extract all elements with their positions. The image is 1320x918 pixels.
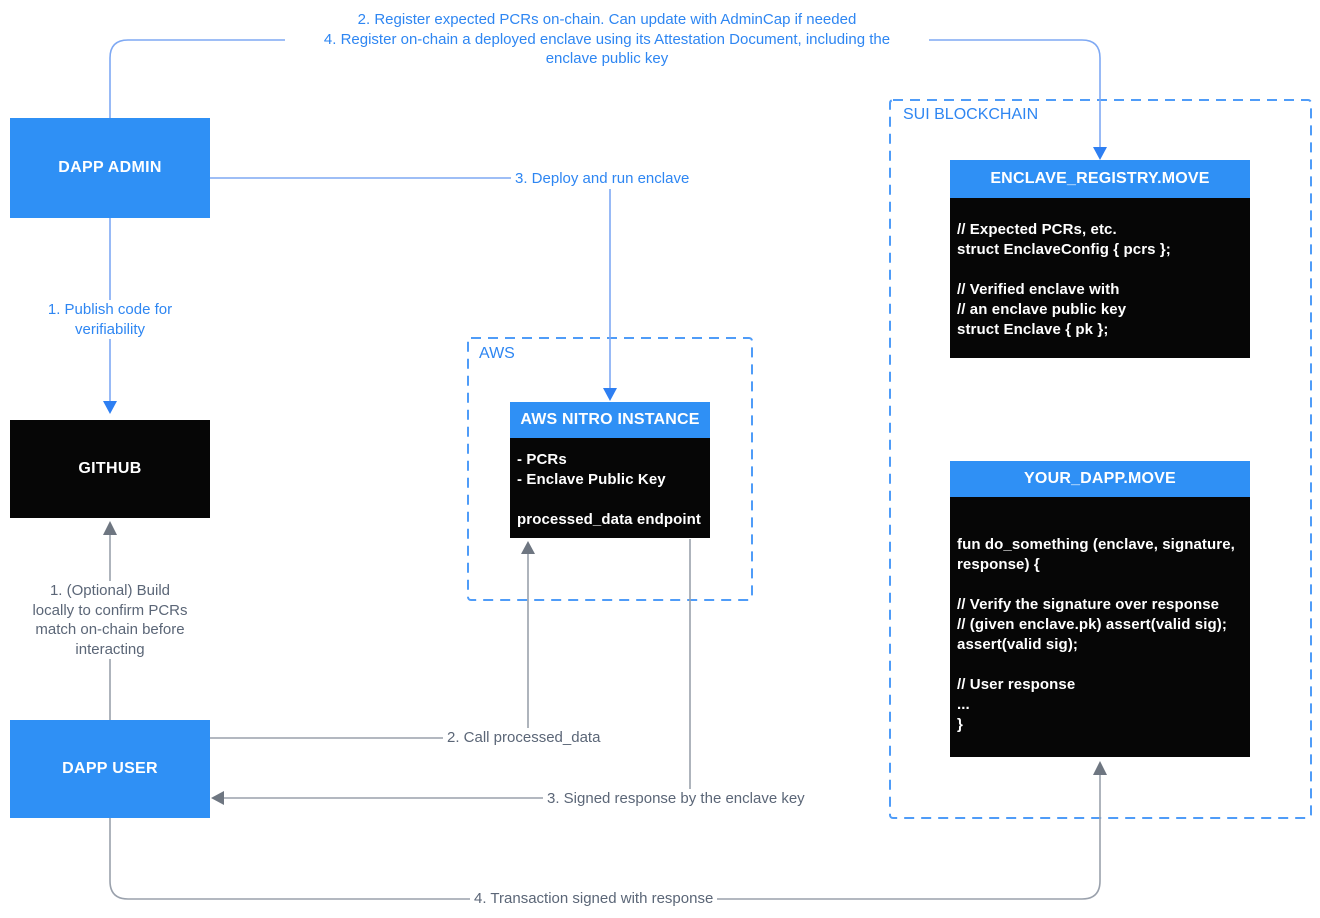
sui-zone-label: SUI BLOCKCHAIN [903,106,1039,123]
code-line [957,575,1244,595]
code-line: response) { [957,556,1040,573]
your-dapp-header: YOUR_DAPP.MOVE [950,461,1250,497]
enclave-registry-header: ENCLAVE_REGISTRY.MOVE [950,160,1250,198]
edge-register-line-2: 4. Register on-chain a deployed enclave … [323,30,891,48]
dapp-user-label: DAPP USER [62,760,158,777]
code-line: // an enclave public key [957,301,1127,318]
code-line: fun do_something (enclave, signature, [957,536,1235,553]
your-dapp-body: fun do_something (enclave, signature, re… [950,497,1250,757]
code-line [957,655,1244,675]
github-label: GITHUB [78,460,142,477]
code-line: - PCRs [517,451,567,468]
edge-txn-label: 4. Transaction signed with response [470,889,718,909]
dapp-admin-node: DAPP ADMIN [10,118,210,218]
nitro-instance-body: - PCRs - Enclave Public Key processed_da… [510,438,710,538]
edge-signed-label: 3. Signed response by the enclave key [543,789,809,809]
arrowhead-into-nitro-bottom [521,541,535,554]
code-line: // Expected PCRs, etc. [957,221,1117,238]
code-line: assert(valid sig); [957,636,1079,653]
aws-zone-label: AWS [479,345,515,362]
edge-call-label: 2. Call processed_data [443,728,605,748]
nitro-instance-header: AWS NITRO INSTANCE [510,402,710,438]
edge-register-line-3: enclave public key [545,50,669,67]
edge-publish-label: 1. Publish code for verifiability [20,300,200,339]
code-line [957,260,1244,280]
edge-optional-line-3: match on-chain before [35,621,185,638]
edge-deploy-path [210,177,611,389]
github-node: GITHUB [10,420,210,518]
edge-optional-line-4: interacting [75,640,145,658]
edge-publish-line-2: verifiability [74,320,146,338]
code-line: // User response [957,676,1076,693]
dapp-admin-label: DAPP ADMIN [58,159,162,176]
code-line: ... [957,696,970,713]
code-line: - Enclave Public Key [517,471,666,488]
arrowhead-into-github-bottom [103,521,117,535]
arrowhead-into-nitro-top [603,388,617,401]
arrowhead-into-your-dapp [1093,761,1107,775]
code-line: // (given enclave.pk) assert(valid sig); [957,616,1227,633]
edge-optional-build-label: 1. (Optional) Build locally to confirm P… [8,581,212,659]
code-line: // Verify the signature over response [957,596,1220,613]
edge-optional-line-1: 1. (Optional) Build [49,582,171,599]
code-line: processed_data endpoint [517,511,702,528]
edge-register-label: 2. Register expected PCRs on-chain. Can … [285,10,929,69]
code-line: struct Enclave { pk }; [957,321,1109,338]
edge-register-line-1: 2. Register expected PCRs on-chain. Can … [357,11,857,28]
code-line: // Verified enclave with [957,281,1120,298]
dapp-user-node: DAPP USER [10,720,210,818]
edge-publish-line-1: 1. Publish code for [47,301,173,318]
arrowhead-into-github-top [103,401,117,414]
code-line: } [957,716,963,733]
enclave-registry-body: // Expected PCRs, etc. struct EnclaveCon… [950,198,1250,358]
code-line: struct EnclaveConfig { pcrs }; [957,241,1171,258]
arrowhead-into-registry [1093,147,1107,160]
edge-deploy-label: 3. Deploy and run enclave [511,169,694,189]
edge-call-path [210,554,529,739]
edge-optional-line-2: locally to confirm PCRs [32,601,188,619]
code-line [517,490,704,510]
arrowhead-into-dapp-user [211,791,224,805]
edge-signed-path [222,539,691,799]
